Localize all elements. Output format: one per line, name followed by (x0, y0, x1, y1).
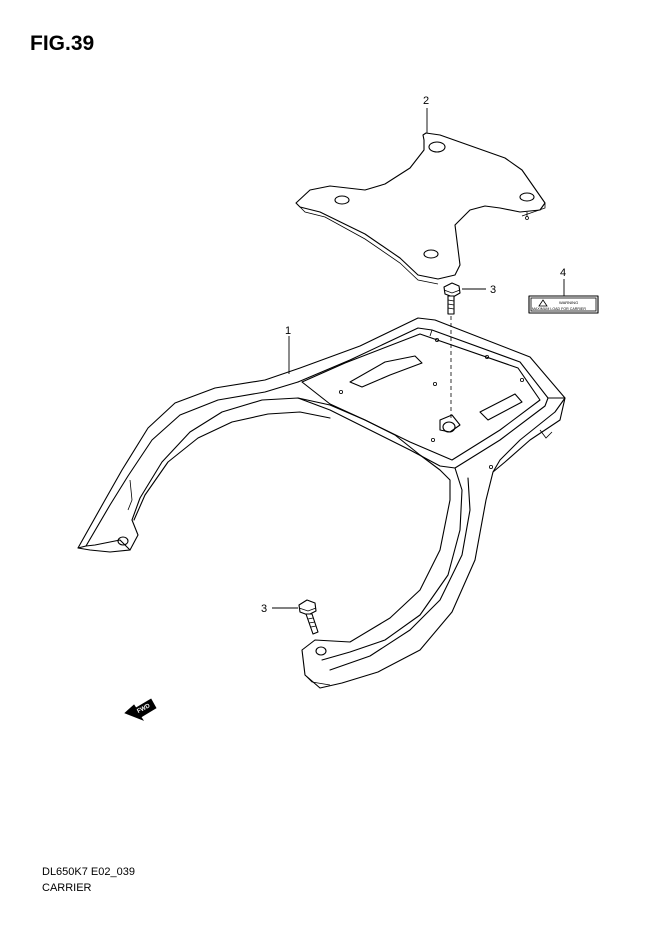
label-heading: WARNING (559, 300, 578, 305)
callout-3-lower: 3 (261, 603, 267, 615)
callout-4: 4 (560, 267, 566, 279)
figure-title: FIG.39 (30, 32, 95, 55)
part-3-bolt-upper[interactable] (443, 282, 461, 315)
callout-3-upper: 3 (490, 284, 496, 296)
part-4-warning-label[interactable]: WARNING MAXIMUM LOAD FOR CARRIER (528, 295, 599, 314)
callout-2: 2 (423, 95, 429, 107)
label-text: MAXIMUM LOAD FOR CARRIER (532, 307, 586, 311)
part-3-bolt-lower[interactable] (298, 599, 319, 635)
part-2-carrier-plate[interactable] (295, 132, 546, 285)
part-1-carrier-frame[interactable] (77, 317, 566, 689)
fwd-arrow-icon: FWD (124, 698, 157, 721)
figure-code: DL650K7 E02_039 (42, 866, 135, 878)
callout-1: 1 (285, 325, 291, 337)
figure-name: CARRIER (42, 882, 92, 894)
